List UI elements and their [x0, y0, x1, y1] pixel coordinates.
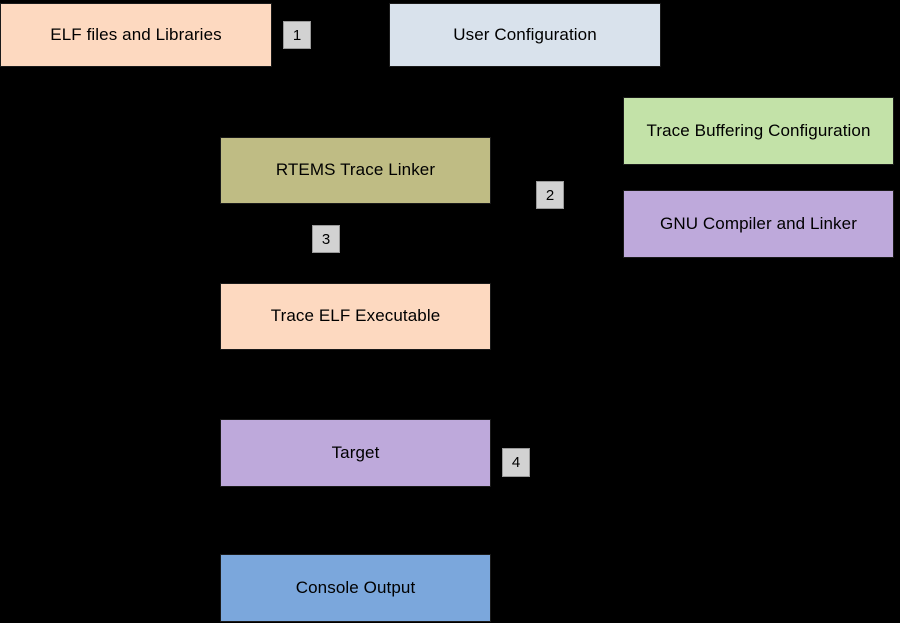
- node-label-console-output: Console Output: [295, 577, 416, 597]
- node-label-target: Target: [331, 442, 380, 462]
- step-badge-2[interactable]: 2: [536, 181, 564, 209]
- step-badge-4[interactable]: 4: [502, 448, 530, 477]
- node-gnu-compiler-and-linker[interactable]: GNU Compiler and Linker: [623, 190, 894, 258]
- edge-elf-to-linker: [135, 67, 137, 170]
- node-label-user-configuration: User Configuration: [453, 24, 597, 44]
- node-rtems-trace-linker[interactable]: RTEMS Trace Linker: [220, 137, 491, 204]
- step-badge-2-label: 2: [545, 186, 555, 204]
- step-badge-1-label: 1: [292, 26, 302, 44]
- edge-linker-to-traceelf: [354, 204, 356, 283]
- edge-target-to-console: [354, 487, 356, 554]
- node-label-trace-buffering-configuration: Trace Buffering Configuration: [646, 120, 871, 140]
- node-target[interactable]: Target: [220, 419, 491, 487]
- edge-traceelf-to-target: [354, 350, 356, 419]
- node-label-gnu-compiler-and-linker: GNU Compiler and Linker: [660, 213, 857, 233]
- edge-elf-to-linker-h: [135, 169, 221, 171]
- node-user-configuration[interactable]: User Configuration: [389, 3, 661, 67]
- node-trace-elf-executable[interactable]: Trace ELF Executable: [220, 283, 491, 350]
- node-elf-files-and-libraries[interactable]: ELF files and Libraries: [0, 3, 272, 67]
- edge-userconfig-to-linker: [524, 67, 526, 170]
- node-console-output[interactable]: Console Output: [220, 554, 491, 622]
- node-label-elf-files-and-libraries: ELF files and Libraries: [50, 24, 222, 44]
- node-label-trace-elf-executable: Trace ELF Executable: [270, 306, 441, 326]
- edge-gnu-to-linker: [490, 223, 624, 225]
- edge-userconfig-to-linker-h: [490, 169, 526, 171]
- step-badge-3[interactable]: 3: [312, 225, 340, 253]
- edge-buffering-to-linker: [490, 130, 624, 132]
- node-label-rtems-trace-linker: RTEMS Trace Linker: [275, 160, 436, 180]
- step-badge-4-label: 4: [511, 454, 521, 471]
- node-trace-buffering-configuration[interactable]: Trace Buffering Configuration: [623, 97, 894, 165]
- step-badge-3-label: 3: [321, 230, 331, 248]
- step-badge-1[interactable]: 1: [283, 21, 311, 49]
